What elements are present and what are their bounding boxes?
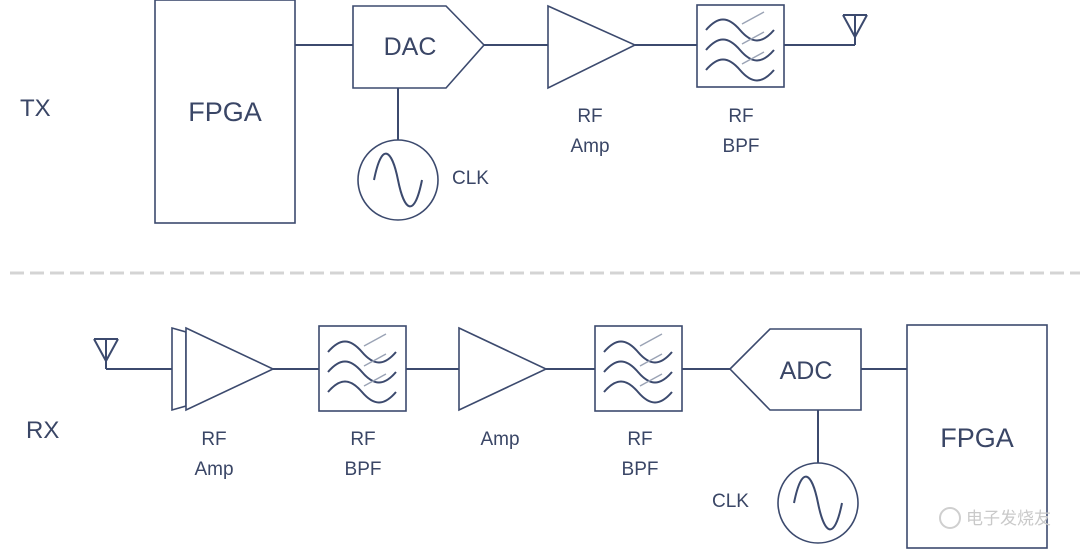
watermark: 电子发烧友 bbox=[939, 507, 1051, 529]
rx-amp-label: Amp bbox=[480, 429, 519, 450]
tx-fpga-block bbox=[154, 0, 296, 224]
tx-dac-label: DAC bbox=[384, 33, 437, 61]
rx-lna-back-triangle bbox=[171, 326, 187, 412]
rx-clk-label: CLK bbox=[712, 491, 749, 512]
rx-antenna-icon bbox=[93, 338, 119, 370]
tx-amp-label-2: Amp bbox=[570, 136, 609, 157]
tx-chain: TX FPGA DAC CLK RF Amp RF BPF bbox=[20, 0, 868, 224]
rx-bpf1-label-2: BPF bbox=[345, 459, 382, 480]
rx-amp-triangle bbox=[458, 326, 548, 412]
rx-lna-triangle bbox=[185, 326, 275, 412]
tx-bpf-label-2: BPF bbox=[723, 136, 760, 157]
rx-bpf2-label-2: BPF bbox=[622, 459, 659, 480]
tx-rf-amp-triangle bbox=[547, 4, 637, 90]
tx-antenna-icon bbox=[842, 14, 868, 46]
rx-lna-label-1: RF bbox=[201, 429, 226, 450]
rx-sine-icon bbox=[793, 475, 843, 531]
tx-side-label: TX bbox=[20, 95, 51, 122]
watermark-logo-icon bbox=[939, 507, 961, 529]
tx-clk-label: CLK bbox=[452, 168, 489, 189]
rx-lna-label-2: Amp bbox=[194, 459, 233, 480]
tx-bpf-label-1: RF bbox=[728, 106, 753, 127]
tx-fpga-label: FPGA bbox=[188, 97, 262, 127]
rx-bpf1-label-1: RF bbox=[350, 429, 375, 450]
rx-fpga-label: FPGA bbox=[940, 423, 1014, 453]
rx-chain: RX RF Amp RF BPF Amp RF BPF ADC C bbox=[26, 324, 1048, 549]
rx-adc-label: ADC bbox=[780, 357, 833, 385]
tx-dac-block bbox=[352, 5, 486, 89]
rx-bpf2-label-1: RF bbox=[627, 429, 652, 450]
rx-side-label: RX bbox=[26, 417, 59, 444]
tx-amp-label-1: RF bbox=[577, 106, 602, 127]
watermark-text: 电子发烧友 bbox=[966, 509, 1051, 529]
tx-sine-icon bbox=[373, 152, 423, 208]
rx-fpga-block bbox=[906, 324, 1048, 549]
